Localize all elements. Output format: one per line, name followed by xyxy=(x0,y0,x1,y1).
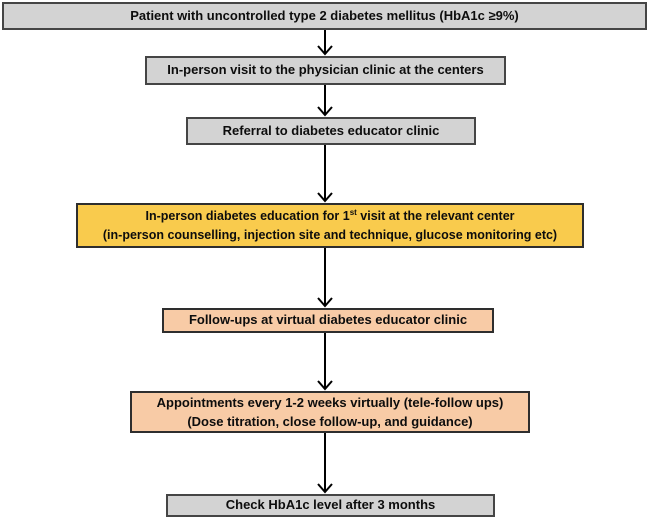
arrow-down-2 xyxy=(315,85,335,117)
step-patient-box: Patient with uncontrolled type 2 diabete… xyxy=(2,2,647,30)
step-referral-label: Referral to diabetes educator clinic xyxy=(222,122,440,138)
step-referral-box: Referral to diabetes educator clinic xyxy=(186,117,476,145)
step-visit-box: In-person visit to the physician clinic … xyxy=(145,56,506,85)
step-appointments-line2: (Dose titration, close follow-up, and gu… xyxy=(187,414,473,429)
arrow-down-1 xyxy=(315,30,335,56)
arrow-down-5 xyxy=(315,333,335,391)
ordinal-superscript: st xyxy=(349,207,357,217)
arrow-down-6 xyxy=(315,433,335,494)
step-patient-label: Patient with uncontrolled type 2 diabete… xyxy=(130,7,519,23)
step-check-label: Check HbA1c level after 3 months xyxy=(225,497,436,513)
step-followups-label: Follow-ups at virtual diabetes educator … xyxy=(188,312,468,328)
step-visit-label: In-person visit to the physician clinic … xyxy=(167,62,484,78)
step-followups-box: Follow-ups at virtual diabetes educator … xyxy=(162,308,494,333)
step-check-box: Check HbA1c level after 3 months xyxy=(166,494,495,517)
arrow-down-3 xyxy=(315,145,335,203)
step-education-line1: In-person diabetes education for 1st vis… xyxy=(145,207,515,223)
arrow-down-4 xyxy=(315,248,335,308)
step-education-line2: (in-person counselling, injection site a… xyxy=(102,227,558,242)
step-education-box: In-person diabetes education for 1st vis… xyxy=(76,203,584,248)
step-appointments-line1: Appointments every 1-2 weeks virtually (… xyxy=(156,394,504,410)
step-appointments-box: Appointments every 1-2 weeks virtually (… xyxy=(130,391,530,433)
